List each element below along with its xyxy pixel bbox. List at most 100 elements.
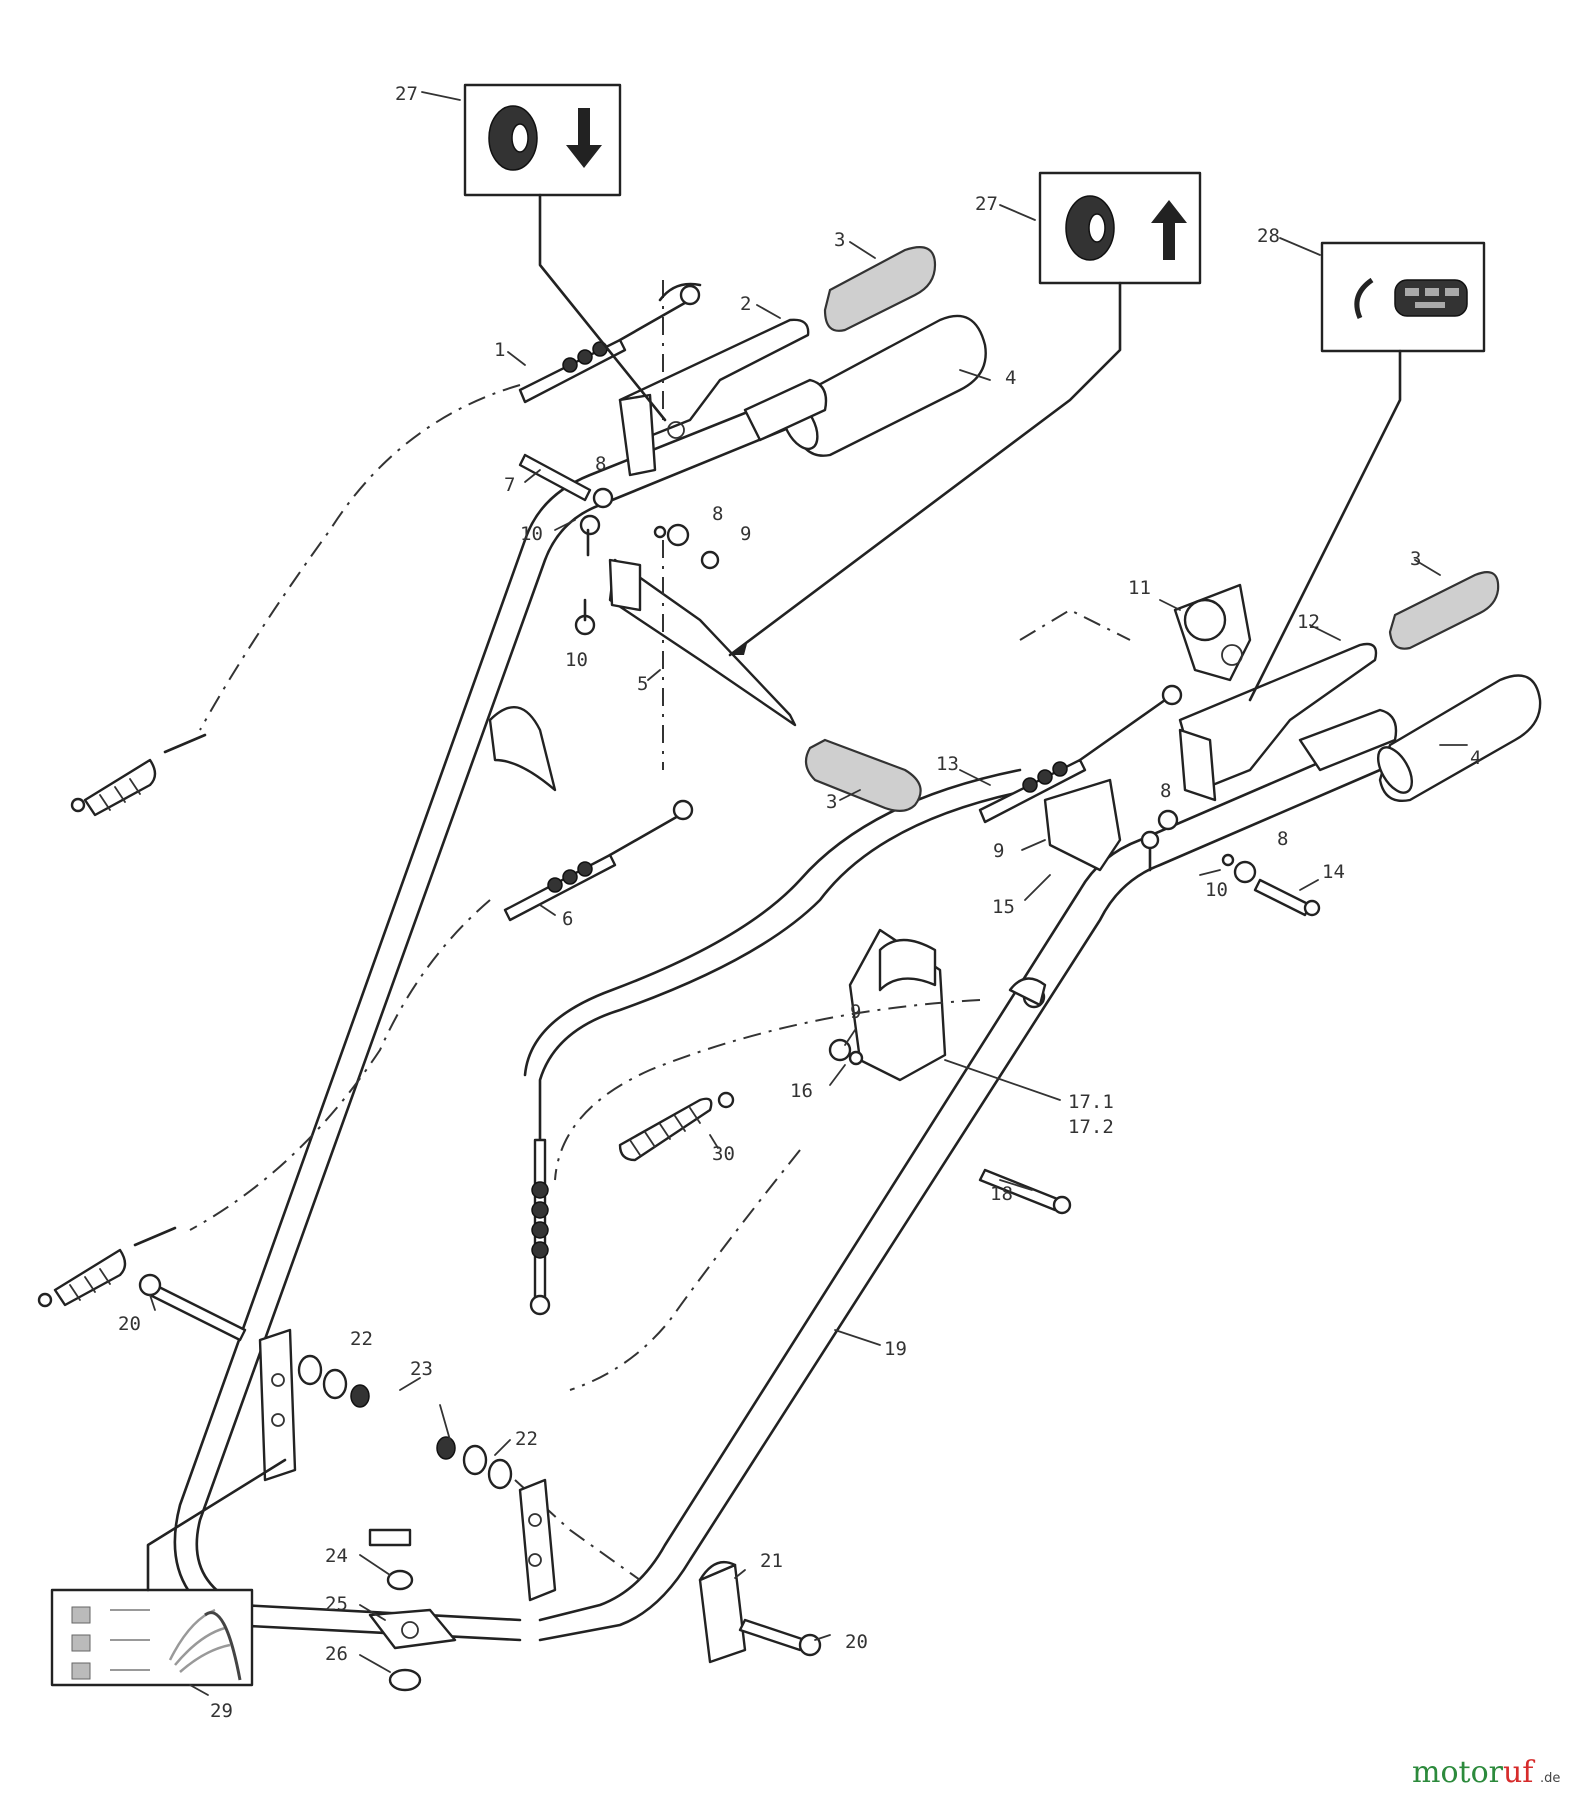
label-2: 2	[740, 293, 751, 315]
label-4-top: 4	[1005, 367, 1016, 389]
grip-tube-stub-right	[1298, 708, 1398, 772]
label-21: 21	[760, 1550, 783, 1572]
arrow-down-icon	[566, 108, 602, 168]
label-25: 25	[325, 1593, 348, 1615]
foam-grip-3-right	[1388, 571, 1500, 650]
watermark-tld: .de	[1540, 1771, 1560, 1786]
label-3-top: 3	[834, 229, 845, 251]
pivot-bracket-right	[518, 1478, 557, 1602]
lever-bracket-12	[1178, 642, 1378, 802]
cables	[189, 280, 1131, 1581]
washers-22-right	[436, 1436, 513, 1490]
label-13: 13	[936, 753, 959, 775]
nut-26	[388, 1668, 422, 1692]
control-box-11	[1173, 583, 1252, 682]
label-27-left: 27	[395, 83, 418, 105]
decal-27-left	[463, 83, 622, 197]
label-27-right: 27	[975, 193, 998, 215]
label-leaders	[149, 91, 1468, 1696]
label-29: 29	[210, 1700, 233, 1722]
lever-bracket-2	[618, 318, 810, 477]
grip-tube-stub-left	[743, 378, 828, 442]
watermark-brand-part2: uf	[1503, 1755, 1535, 1790]
watermark-brand-part1: motor	[1412, 1755, 1504, 1790]
bolt-24	[368, 1528, 414, 1591]
grip-upper-right	[1376, 674, 1542, 802]
label-17-2: 17.2	[1068, 1116, 1114, 1138]
label-22-right: 22	[515, 1428, 538, 1450]
decal-27-left-leader	[538, 193, 667, 422]
label-28: 28	[1257, 225, 1280, 247]
label-26: 26	[325, 1643, 348, 1665]
decal-28-leader	[1248, 349, 1402, 702]
part-labels: 27 27 28 3 2 1 4 7 8 10 8 9 10 5 3 3 11 …	[118, 83, 1481, 1722]
deflector-plate	[488, 705, 557, 792]
foam-grip-3-middle	[804, 738, 922, 812]
label-1: 1	[494, 339, 505, 361]
label-3-right: 3	[1410, 548, 1421, 570]
fasteners	[518, 453, 1321, 1215]
cable-end-left-upper	[70, 733, 207, 817]
label-19: 19	[884, 1338, 907, 1360]
speed-indicator-icon	[1394, 279, 1468, 317]
label-24: 24	[325, 1545, 348, 1567]
label-17-1: 17.1	[1068, 1091, 1114, 1113]
plate-25	[368, 1608, 457, 1650]
rotate-arrow-icon	[1354, 277, 1374, 319]
label-18: 18	[990, 1183, 1013, 1205]
label-8-right: 8	[1160, 780, 1171, 802]
label-9-upper: 9	[740, 523, 751, 545]
label-20-right: 20	[845, 1631, 868, 1653]
label-10-mid: 10	[565, 649, 588, 671]
bolt-20-right	[738, 1618, 822, 1657]
wheel-icon	[1065, 195, 1115, 261]
label-22-left: 22	[350, 1328, 373, 1350]
cable-adjuster-6	[503, 799, 694, 922]
bracket-15	[1043, 778, 1122, 872]
decal-27-right	[1038, 171, 1202, 285]
label-15: 15	[992, 896, 1015, 918]
label-6: 6	[562, 908, 573, 930]
spring-30	[618, 1097, 713, 1162]
label-12: 12	[1297, 611, 1320, 633]
label-10-upper: 10	[520, 523, 543, 545]
label-20-left: 20	[118, 1313, 141, 1335]
wheel-icon	[488, 105, 538, 171]
clamp-21	[698, 1560, 747, 1664]
pivot-bracket-left	[258, 1328, 297, 1482]
svg-text:motoruf: motoruf	[1412, 1755, 1535, 1790]
decal-29	[50, 1588, 254, 1687]
label-30: 30	[712, 1143, 735, 1165]
label-10-right: 10	[1205, 879, 1228, 901]
label-5: 5	[637, 673, 648, 695]
leader-arrowhead	[730, 640, 748, 655]
label-23: 23	[410, 1358, 433, 1380]
arrow-up-icon	[1151, 200, 1187, 260]
label-14: 14	[1322, 861, 1345, 883]
cable-adjuster-vertical	[529, 1138, 551, 1316]
watermark-logo: motoruf .de	[1412, 1755, 1560, 1790]
label-7: 7	[504, 474, 515, 496]
label-16: 16	[790, 1080, 813, 1102]
handlebar-frame	[173, 393, 1382, 1642]
washers-22-left	[297, 1354, 370, 1408]
label-9-lower: 9	[850, 1001, 861, 1023]
decal-29-leader	[146, 1458, 287, 1592]
label-4-right: 4	[1470, 747, 1481, 769]
label-8-second: 8	[712, 503, 723, 525]
label-8-upper: 8	[595, 453, 606, 475]
decal-27-right-leader	[728, 281, 1122, 657]
label-8-far-right: 8	[1277, 828, 1288, 850]
label-3-middle: 3	[826, 791, 837, 813]
cable-adjuster-1	[518, 284, 701, 404]
clamp-17	[848, 928, 947, 1082]
bolt-20-left	[138, 1273, 247, 1342]
label-11: 11	[1128, 577, 1151, 599]
decal-28	[1320, 241, 1486, 353]
foam-grip-3-top	[823, 246, 937, 332]
label-9-mid: 9	[993, 840, 1004, 862]
cable-adjuster-13	[978, 684, 1183, 824]
lever-5	[608, 558, 797, 727]
